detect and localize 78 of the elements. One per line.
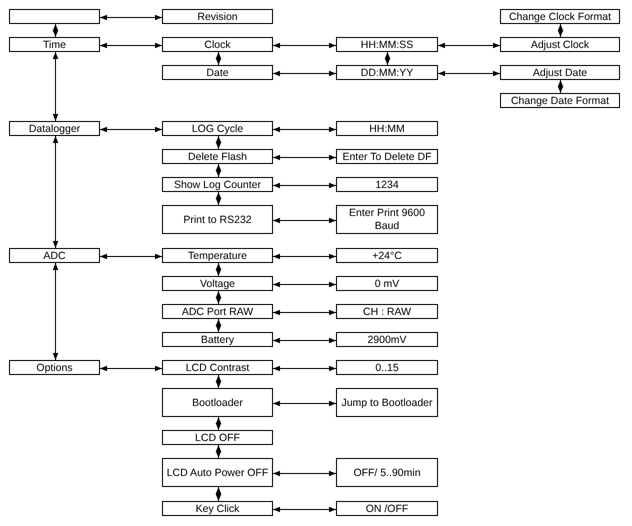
menu-box: ADC — [9, 248, 100, 263]
double-arrow — [216, 374, 222, 388]
double-arrow — [272, 126, 336, 132]
menu-box: Show Log Counter — [162, 177, 273, 192]
menu-box: Enter Print 9600 Baud — [336, 205, 438, 234]
double-arrow — [272, 400, 336, 406]
double-arrow — [100, 126, 162, 132]
double-arrow — [216, 262, 222, 276]
menu-box: Revision — [162, 9, 273, 24]
double-arrow — [216, 318, 222, 332]
menu-box: Adjust Date — [500, 65, 620, 80]
menu-box: 1234 — [336, 177, 438, 192]
double-arrow — [216, 52, 222, 66]
double-arrow — [100, 42, 162, 48]
menu-box: HH:MM — [336, 121, 438, 136]
double-arrow — [272, 254, 336, 260]
menu-box: LCD OFF — [162, 430, 273, 445]
menu-box: Enter To Delete DF — [336, 149, 438, 164]
double-arrow — [438, 42, 500, 48]
double-arrow — [52, 24, 58, 38]
menu-box: Bootloader — [162, 388, 273, 417]
menu-box: Battery — [162, 332, 273, 347]
menu-box: DD:MM:YY — [336, 65, 438, 80]
menu-box: Adjust Clock — [500, 37, 620, 52]
menu-box: Key Click — [162, 501, 273, 516]
double-arrow — [52, 52, 58, 122]
double-arrow — [216, 136, 222, 150]
menu-box: Options — [9, 360, 100, 375]
menu-box: Change Date Format — [500, 93, 620, 108]
menu-box: OFF/ 5..90min — [336, 458, 438, 487]
menu-box: Time — [9, 37, 100, 52]
menu-box: 2900mV — [336, 332, 438, 347]
menu-box: ADC Port RAW — [162, 304, 273, 319]
menu-box: Clock — [162, 37, 273, 52]
menu-box: CH : RAW — [336, 304, 438, 319]
double-arrow — [272, 70, 336, 76]
double-arrow — [272, 470, 336, 476]
double-arrow — [272, 218, 336, 224]
menu-box: ON /OFF — [336, 501, 438, 516]
empty-box — [9, 9, 100, 24]
double-arrow — [272, 310, 336, 316]
double-arrow — [558, 24, 564, 38]
menu-box: Voltage — [162, 276, 273, 291]
double-arrow — [216, 164, 222, 178]
double-arrow — [100, 254, 162, 260]
menu-box: Datalogger — [9, 121, 100, 136]
menu-box: Print to RS232 — [162, 205, 273, 234]
menu-box: +24°C — [336, 248, 438, 263]
double-arrow — [272, 366, 336, 372]
double-arrow — [438, 70, 500, 76]
double-arrow — [272, 154, 336, 160]
menu-box: LCD Contrast — [162, 360, 273, 375]
double-arrow — [100, 366, 162, 372]
double-arrow — [216, 416, 222, 430]
double-arrow — [52, 262, 58, 360]
double-arrow — [272, 182, 336, 188]
double-arrow — [216, 290, 222, 304]
double-arrow — [272, 506, 336, 512]
menu-box: Delete Flash — [162, 149, 273, 164]
double-arrow — [100, 14, 162, 20]
menu-box: Temperature — [162, 248, 273, 263]
double-arrow — [216, 192, 222, 206]
double-arrow — [216, 486, 222, 502]
menu-box: LOG Cycle — [162, 121, 273, 136]
menu-box: 0..15 — [336, 360, 438, 375]
double-arrow — [52, 136, 58, 248]
double-arrow — [272, 338, 336, 344]
double-arrow — [216, 444, 222, 458]
double-arrow — [384, 52, 390, 66]
double-arrow — [272, 42, 336, 48]
menu-box: Date — [162, 65, 273, 80]
menu-box: Change Clock Format — [500, 9, 620, 24]
menu-box: Jump to Bootloader — [336, 388, 438, 417]
menu-box: 0 mV — [336, 276, 438, 291]
menu-box: LCD Auto Power OFF — [162, 458, 273, 487]
menu-box: HH:MM:SS — [336, 37, 438, 52]
double-arrow — [558, 80, 564, 94]
double-arrow — [272, 282, 336, 288]
